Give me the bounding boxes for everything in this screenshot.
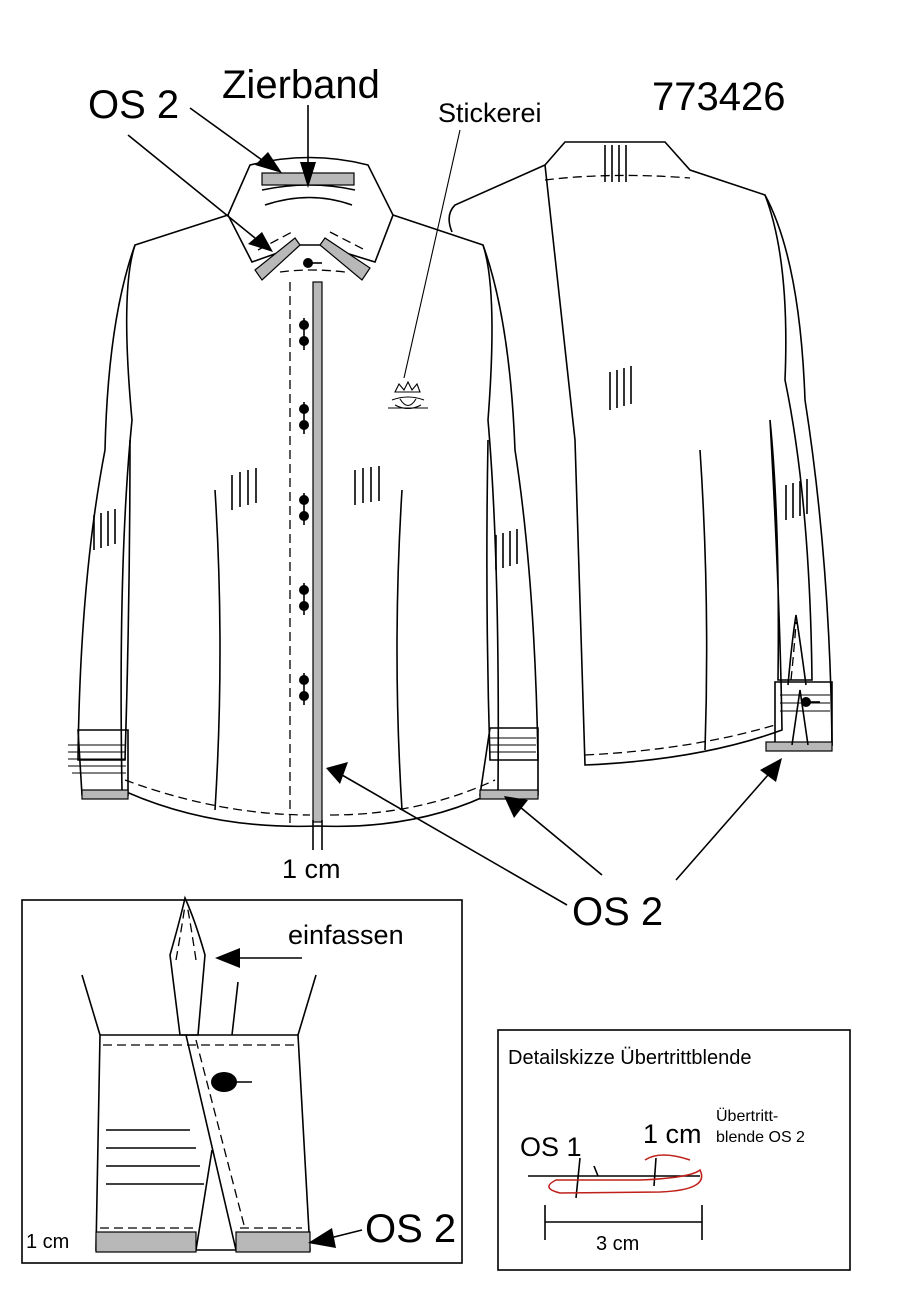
article-number: 773426 (652, 75, 785, 119)
shirt-back-view (448, 141, 833, 766)
left-cuff (77, 729, 129, 796)
label-one-cm-front: 1 cm (282, 854, 341, 884)
shirt-front-view (68, 156, 539, 850)
detail-cuff-trim-left (95, 1231, 197, 1253)
detail-cuff-trim-right (235, 1231, 311, 1253)
label-cuff-one-cm: 1 cm (26, 1231, 69, 1253)
left-cuff-trim (81, 789, 129, 800)
cuff-detail-box: einfassen 1 cm OS 2 (21, 895, 463, 1264)
label-os2-collar: OS 2 (88, 83, 179, 127)
label-stickerei: Stickerei (438, 98, 542, 128)
label-zierband: Zierband (222, 63, 380, 107)
overlap-detail-box: Detailskizze Übertrittblende OS 1 1 cm Ü… (497, 1029, 851, 1271)
detail-title: Detailskizze Übertrittblende (508, 1047, 751, 1069)
detail-note-line1: Übertritt- (716, 1107, 778, 1125)
front-placket-trim (312, 281, 323, 823)
label-cuff-os2: OS 2 (365, 1207, 456, 1251)
back-cuff-trim (765, 741, 833, 752)
label-os2-hem: OS 2 (572, 890, 663, 934)
embroidery-crown-icon (388, 380, 428, 410)
label-detail-os1: OS 1 (520, 1132, 582, 1162)
front-stripes (93, 466, 518, 570)
detail-note-line2: blende OS 2 (716, 1129, 805, 1146)
label-detail-one-cm: 1 cm (643, 1119, 702, 1149)
front-buttons (299, 318, 309, 705)
label-einfassen: einfassen (288, 920, 404, 950)
label-detail-three-cm: 3 cm (596, 1233, 639, 1255)
